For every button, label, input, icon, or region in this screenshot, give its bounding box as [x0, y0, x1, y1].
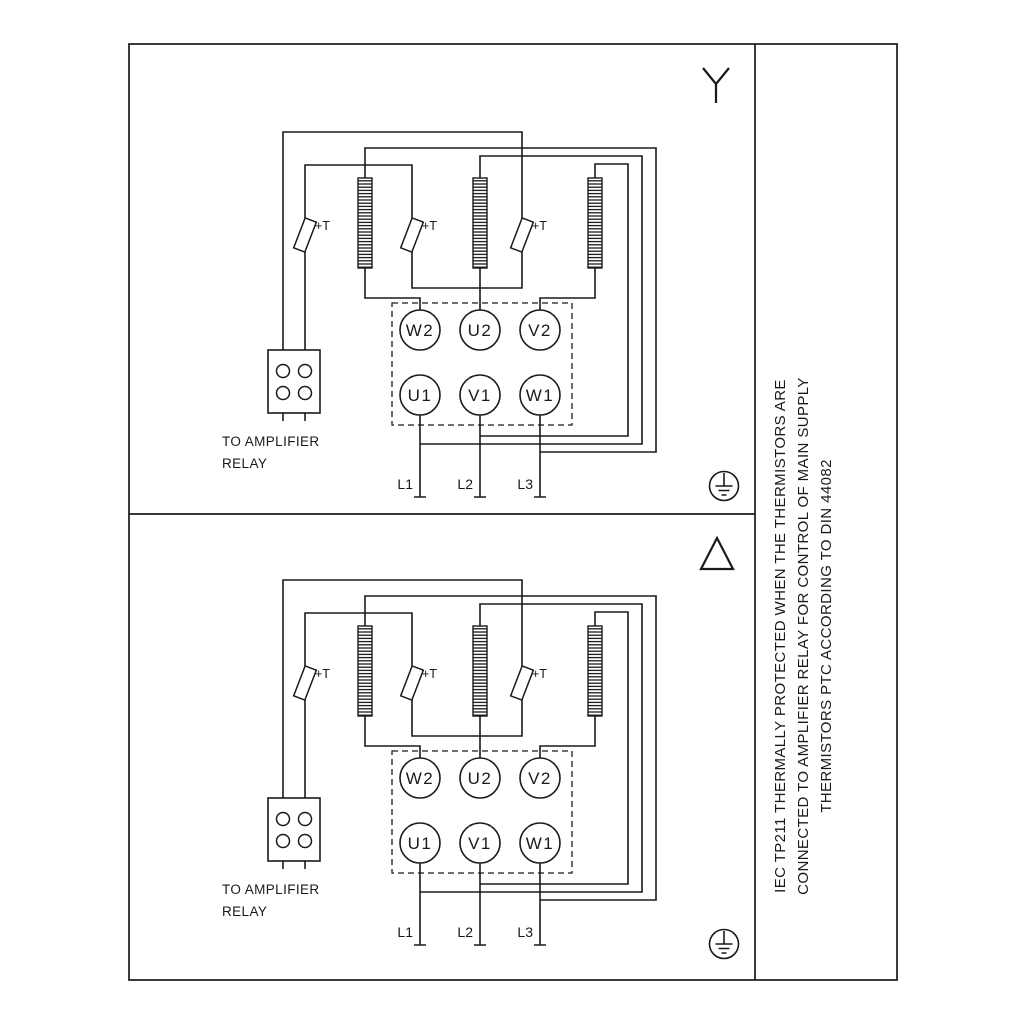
delta-thermistor-symbol-2 — [399, 664, 425, 702]
delta-thermistor-symbol-3 — [509, 664, 535, 702]
outer-border — [128, 43, 898, 981]
earth-ground-symbol-bottom — [708, 928, 740, 960]
delta-thermistor-label-3: +T — [532, 667, 547, 681]
star-thermistor-symbol-3 — [509, 216, 535, 254]
delta-terminal-v2-label: V2 — [528, 769, 552, 788]
delta-relay-pin-3 — [275, 833, 291, 849]
delta-terminal-w2-label: W2 — [406, 769, 435, 788]
star-icon — [702, 67, 730, 103]
delta-winding-return-wire-2 — [420, 603, 643, 893]
star-thermistor-symbol-1 — [292, 216, 318, 254]
star-winding-bar-3 — [587, 177, 603, 269]
star-terminal-u1 — [399, 374, 441, 416]
star-winding-bar-2 — [472, 177, 488, 269]
delta-terminal-board-outline — [391, 750, 573, 874]
delta-terminal-u1 — [399, 822, 441, 864]
delta-thermistor-label-1: +T — [315, 667, 330, 681]
delta-terminal-w2 — [399, 757, 441, 799]
star-terminal-w1-label: W1 — [526, 386, 555, 405]
star-thermistor-chain-wire — [282, 131, 523, 350]
delta-relay-pin-4 — [297, 833, 313, 849]
star-supply-label-l1: L1 — [397, 476, 413, 492]
star-terminal-u2 — [459, 309, 501, 351]
star-winding-bar-1 — [357, 177, 373, 269]
star-terminal-board-outline — [391, 302, 573, 426]
sidebar-note-line2: CONNECTED TO AMPLIFIER RELAY FOR CONTROL… — [795, 377, 812, 895]
delta-winding-bar-3 — [587, 625, 603, 717]
delta-relay-terminal-box — [267, 797, 321, 862]
delta-terminal-v2 — [519, 757, 561, 799]
star-relay-terminal-box — [267, 349, 321, 414]
star-winding-return-wire-3 — [480, 163, 629, 437]
star-terminal-v2 — [519, 309, 561, 351]
sidebar-note-line1: IEC TP211 THERMALLY PROTECTED WHEN THE T… — [772, 379, 789, 893]
delta-winding-bar-2 — [472, 625, 488, 717]
star-panel-circuit: +T +T +T TO AMPLIFIER RELAY W2 U2 V2 U1 … — [222, 131, 657, 498]
star-winding-return-wire-2 — [420, 155, 643, 445]
star-relay-pin-3 — [275, 385, 291, 401]
delta-winding-bar-1 — [357, 625, 373, 717]
star-relay-stubs — [282, 413, 306, 421]
delta-winding-to-v2-wire — [539, 716, 596, 758]
star-amplifier-relay-label-line2: RELAY — [222, 456, 267, 471]
delta-supply-label-l1: L1 — [397, 924, 413, 940]
earth-ground-symbol-top — [708, 470, 740, 502]
star-thermistor-label-1: +T — [315, 219, 330, 233]
star-relay-pin-4 — [297, 385, 313, 401]
delta-amplifier-relay-label-line1: TO AMPLIFIER — [222, 882, 320, 897]
ground-icon — [715, 931, 733, 954]
delta-terminal-u1-label: U1 — [408, 834, 433, 853]
star-winding-to-w2-wire — [364, 268, 421, 310]
star-thermistor-label-3: +T — [532, 219, 547, 233]
delta-winding-return-wire-1 — [364, 595, 657, 901]
ground-circle-icon — [708, 928, 740, 960]
star-winding-to-v2-wire — [539, 268, 596, 310]
star-supply-label-l3: L3 — [517, 476, 533, 492]
star-terminal-v1-label: V1 — [468, 386, 492, 405]
star-connection-icon — [702, 67, 730, 103]
delta-terminal-u2-label: U2 — [468, 769, 493, 788]
delta-relay-pin-1 — [275, 811, 291, 827]
delta-panel-circuit: +T +T +T TO AMPLIFIER RELAY W2 U2 V2 U1 … — [222, 579, 657, 946]
star-terminal-w1 — [519, 374, 561, 416]
star-thermistor-symbol-2 — [399, 216, 425, 254]
star-relay-pin-2 — [297, 363, 313, 379]
delta-thermistor-chain-wire — [282, 579, 523, 798]
delta-amplifier-relay-label-line2: RELAY — [222, 904, 267, 919]
delta-thermistor-label-2: +T — [422, 667, 437, 681]
delta-winding-return-wire-3 — [480, 611, 629, 885]
star-terminal-u1-label: U1 — [408, 386, 433, 405]
star-terminal-u2-label: U2 — [468, 321, 493, 340]
star-thermistor-label-2: +T — [422, 219, 437, 233]
star-winding-return-wire-1 — [364, 147, 657, 453]
star-terminal-v1 — [459, 374, 501, 416]
delta-icon — [699, 535, 735, 571]
delta-terminal-v1-label: V1 — [468, 834, 492, 853]
delta-terminal-w1-label: W1 — [526, 834, 555, 853]
delta-winding-to-w2-wire — [364, 716, 421, 758]
delta-terminal-u2 — [459, 757, 501, 799]
star-amplifier-relay-label-line1: TO AMPLIFIER — [222, 434, 320, 449]
delta-supply-label-l2: L2 — [457, 924, 473, 940]
star-supply-leads — [419, 415, 541, 497]
delta-terminal-w1 — [519, 822, 561, 864]
sidebar-note-line3: THERMISTORS PTC ACCORDING TO DIN 44082 — [818, 459, 835, 813]
delta-terminal-v1 — [459, 822, 501, 864]
ground-circle-icon — [708, 470, 740, 502]
delta-supply-label-l3: L3 — [517, 924, 533, 940]
star-supply-label-l2: L2 — [457, 476, 473, 492]
star-relay-pin-1 — [275, 363, 291, 379]
star-terminal-v2-label: V2 — [528, 321, 552, 340]
star-terminal-w2 — [399, 309, 441, 351]
star-terminal-w2-label: W2 — [406, 321, 435, 340]
ground-icon — [715, 473, 733, 496]
delta-relay-pin-2 — [297, 811, 313, 827]
delta-supply-leads — [419, 863, 541, 945]
delta-relay-stubs — [282, 861, 306, 869]
delta-thermistor-symbol-1 — [292, 664, 318, 702]
